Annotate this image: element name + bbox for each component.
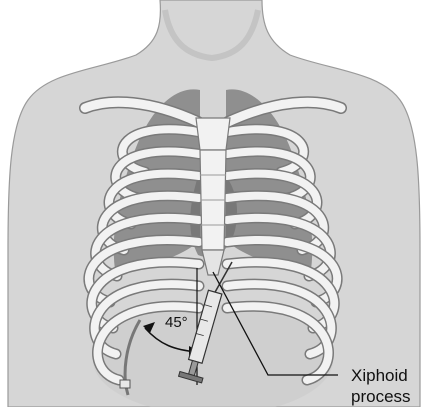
angle-label: 45° (165, 314, 188, 331)
tube-connector (120, 380, 130, 388)
callout-label-xiphoid: Xiphoid (351, 366, 408, 385)
callout-label-process: process (351, 387, 411, 406)
manubrium (196, 118, 230, 150)
